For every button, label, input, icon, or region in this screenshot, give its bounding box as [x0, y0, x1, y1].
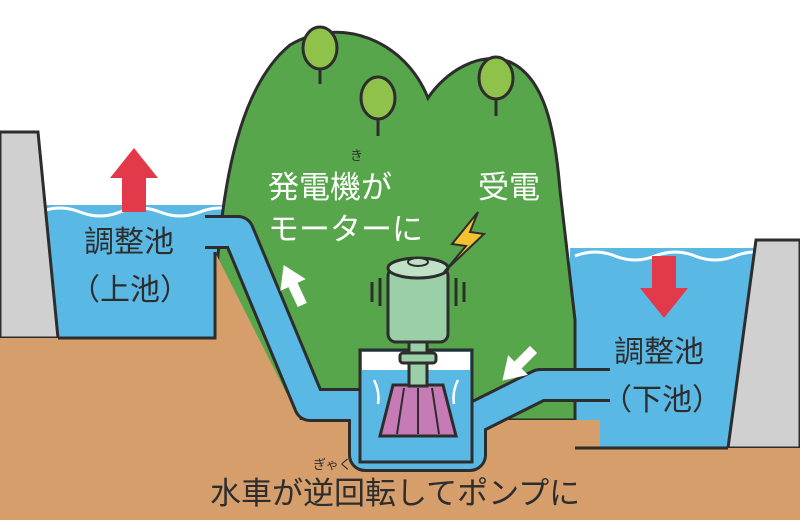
caption: 水車が逆回転してポンプに: [210, 476, 580, 512]
lower-pond-name: 調整池: [614, 335, 704, 370]
tree-3: [477, 55, 515, 116]
lightning-icon: [443, 211, 487, 273]
arrow-down-icon: [640, 256, 688, 318]
upper-pond-sub: （上池）: [70, 273, 190, 308]
power-receive-label: 受電: [478, 170, 540, 206]
lower-pond-wave: [574, 250, 776, 262]
lower-dam: [726, 238, 800, 450]
tree-2: [359, 75, 397, 136]
generator-cap: [407, 257, 429, 267]
tree-1: [301, 25, 339, 84]
chamber-wave-left: [372, 379, 380, 405]
arrow-up-icon: [110, 148, 158, 212]
upper-pond-name: 調整池: [84, 225, 174, 260]
generator-label-line2: モーターに: [268, 212, 423, 248]
vibration-lines: [370, 278, 466, 306]
shaft-coupling: [398, 351, 438, 365]
flow-arrow-up-icon: [280, 265, 307, 308]
mountain: [213, 30, 577, 422]
caption-ruby: ぎゃく: [313, 458, 352, 473]
generator-label-line1: 発電機が: [268, 170, 392, 206]
lower-pond-sub: （下池）: [602, 383, 722, 418]
upper-dam: [0, 130, 60, 340]
chamber-wave-right: [452, 379, 460, 405]
generator-ruby: き: [350, 149, 363, 164]
flow-arrow-left-icon: [502, 345, 538, 381]
ground-top: [58, 252, 217, 340]
